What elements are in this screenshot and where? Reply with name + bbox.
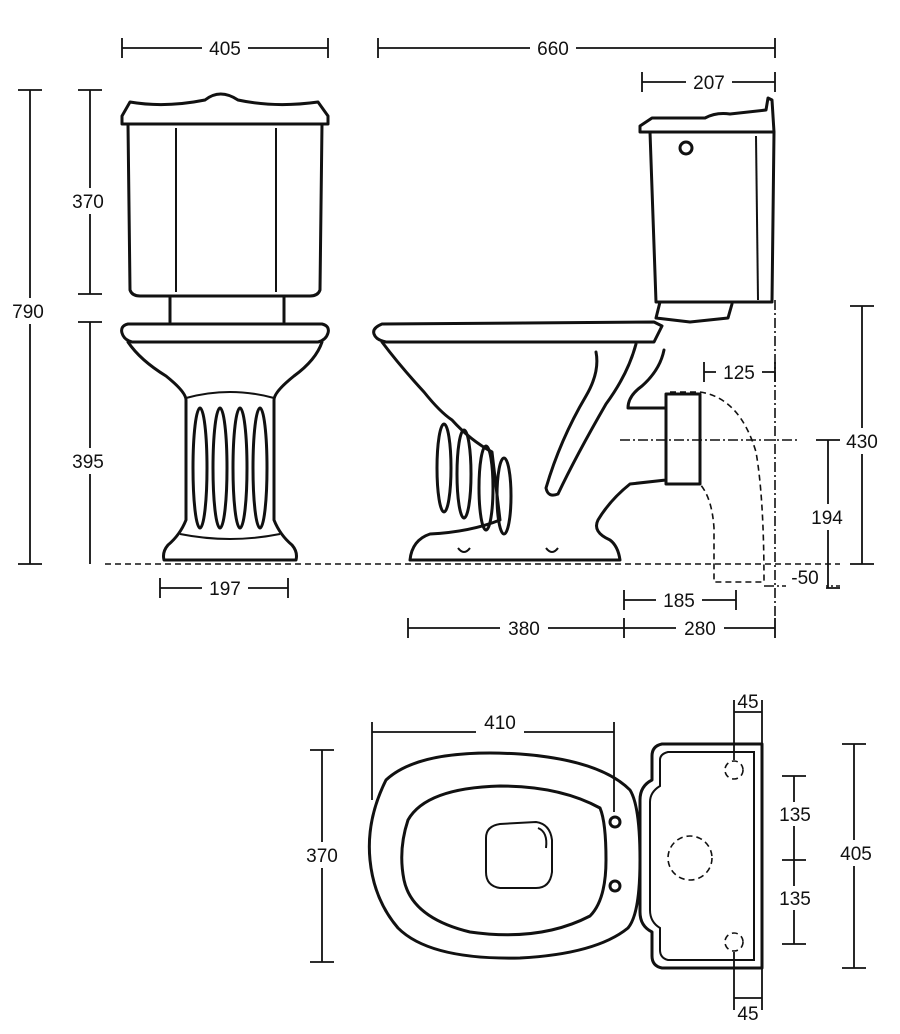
side-cistern-body <box>648 130 776 304</box>
side-outlet-spigot <box>664 392 702 486</box>
plan-flush-valve-hole <box>667 835 713 881</box>
dim-side-minus-50: -50 <box>791 568 818 589</box>
dim-front-bowl-height: 395 <box>72 452 104 473</box>
side-cistern-lid <box>638 96 776 134</box>
dim-side-height-430: 430 <box>846 432 878 453</box>
dim-plan-seat-width: 370 <box>306 846 338 867</box>
side-flute-2 <box>455 428 473 520</box>
front-flute-1 <box>191 406 209 530</box>
dim-plan-upper-135: 135 <box>779 805 811 826</box>
side-cistern-back-line <box>755 135 759 301</box>
dim-side-overall-depth: 660 <box>537 39 569 60</box>
plan-cistern-outer <box>638 742 764 970</box>
side-flush-connector <box>654 300 734 324</box>
dim-front-tank-height: 370 <box>72 192 104 213</box>
front-bowl-rim <box>120 322 330 344</box>
front-view <box>120 92 330 562</box>
dim-side-height-194: 194 <box>811 508 843 529</box>
front-pedestal-base-line <box>179 533 281 540</box>
side-flute-3 <box>477 444 495 532</box>
dim-plan-lower-135: 135 <box>779 889 811 910</box>
dim-side-185: 185 <box>663 591 695 612</box>
side-bowl-body <box>380 340 668 562</box>
plan-view <box>367 742 764 970</box>
plan-fixing-hole-bottom <box>724 932 744 952</box>
dim-plan-seat-length: 410 <box>484 713 516 734</box>
dim-front-tank-width: 405 <box>209 39 241 60</box>
plan-water-spot-highlight <box>537 827 548 849</box>
plan-water-spot <box>485 820 553 889</box>
dim-side-380: 380 <box>508 619 540 640</box>
side-flute-1 <box>435 422 453 514</box>
side-bowl-rim <box>372 320 664 344</box>
front-flute-4 <box>251 406 269 530</box>
front-connector <box>168 294 286 324</box>
plan-hinge-hole-top <box>608 815 622 829</box>
side-fixing-hole-2 <box>545 547 559 553</box>
dim-side-tank-depth: 207 <box>693 73 725 94</box>
plan-seat-inner <box>400 784 608 937</box>
front-cistern-lid <box>120 92 330 126</box>
dim-front-total-height: 790 <box>12 302 44 323</box>
side-pan-connector-dashed <box>670 391 765 583</box>
dim-plan-tank-width: 405 <box>840 844 872 865</box>
plan-hinge-hole-bottom <box>608 879 622 893</box>
side-fixing-hole-1 <box>457 547 471 553</box>
dim-side-280: 280 <box>684 619 716 640</box>
side-flute-4 <box>495 456 513 536</box>
front-cistern-body <box>126 122 324 298</box>
dim-plan-top-45: 45 <box>737 692 758 713</box>
front-bowl-body <box>126 340 324 562</box>
plan-fixing-hole-top <box>724 760 744 780</box>
dim-side-outlet-offset: 125 <box>723 363 755 384</box>
side-trapway <box>544 342 638 497</box>
front-flute-2 <box>211 406 229 530</box>
front-pedestal-top-line <box>185 391 275 399</box>
dim-front-base-width: 197 <box>209 579 241 600</box>
dimension-lines <box>18 38 874 1010</box>
dimension-labels: 405 660 207 790 370 395 197 125 430 194 … <box>4 36 888 1025</box>
side-view <box>372 96 840 618</box>
plan-cistern-inner <box>649 751 755 961</box>
side-flush-button <box>678 140 694 156</box>
front-flute-3 <box>231 406 249 530</box>
dim-plan-bottom-45: 45 <box>737 1004 758 1025</box>
plan-seat-outer <box>367 751 642 960</box>
